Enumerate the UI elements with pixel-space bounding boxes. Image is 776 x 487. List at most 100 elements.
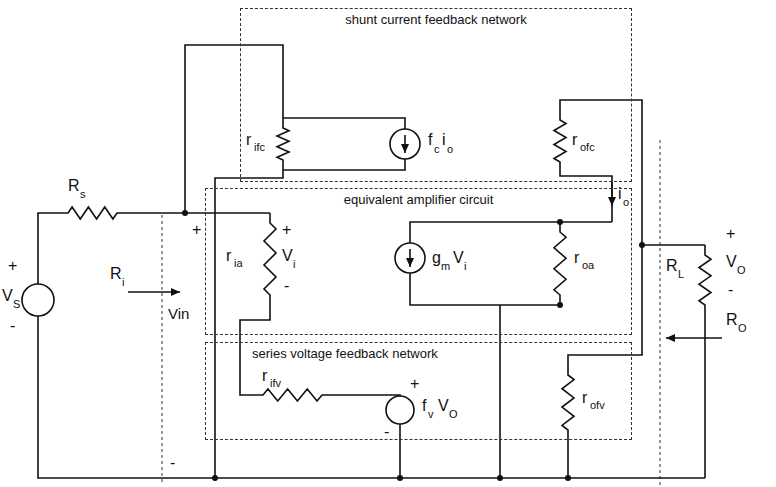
symbol-label: f	[422, 398, 426, 414]
subscript-label: O	[737, 265, 746, 276]
junction-dot	[565, 475, 571, 481]
symbol-label: Vin	[168, 306, 189, 321]
wire	[560, 172, 612, 222]
current-direction-arrow	[409, 249, 411, 267]
symbol-label: V	[282, 248, 293, 264]
wire	[38, 213, 60, 284]
wire	[38, 316, 705, 478]
junction-dot	[557, 219, 563, 225]
symbol-label: +	[8, 258, 17, 274]
subscript-label: ia	[234, 258, 243, 269]
symbol-label: +	[282, 222, 291, 238]
subscript-label: ifc	[254, 142, 265, 153]
symbol-label: r	[262, 368, 267, 384]
reference-line	[162, 215, 163, 485]
network-title: shunt current feedback network	[343, 12, 528, 27]
wire	[330, 395, 400, 396]
junction-dot	[182, 210, 188, 216]
subscript-label: oa	[582, 260, 594, 271]
subscript-label: ofc	[580, 142, 595, 153]
symbol-label: +	[410, 376, 419, 392]
subscript-label: i	[122, 277, 124, 288]
wire	[399, 424, 401, 478]
symbol-label: R	[110, 266, 122, 282]
subscript-label: v	[428, 409, 434, 420]
symbol-label: -	[728, 282, 733, 298]
subscript-label: o	[447, 144, 453, 155]
subscript-label: O	[449, 409, 458, 420]
wire	[642, 244, 705, 246]
junction-dot	[397, 475, 403, 481]
network-title: equivalent amplifier circuit	[342, 192, 496, 207]
symbol-label: -	[10, 318, 15, 334]
current-source-symbol	[390, 129, 420, 159]
symbol-label: V	[438, 398, 449, 414]
reference-line	[660, 140, 661, 485]
junction-dot	[212, 475, 218, 481]
subscript-label: o	[623, 197, 629, 208]
subscript-label: ifv	[270, 378, 281, 389]
wire	[215, 170, 283, 478]
wire	[410, 273, 560, 305]
network-box: equivalent amplifier circuit	[205, 188, 632, 335]
wire	[499, 305, 501, 478]
subscript-label: L	[678, 269, 684, 280]
subscript-label: m	[441, 261, 450, 272]
current-direction-arrow	[404, 135, 406, 153]
symbol-label: -	[170, 455, 175, 471]
symbol-label: V	[726, 254, 737, 270]
subscript-label: ofv	[590, 400, 605, 411]
direction-arrow	[128, 291, 180, 292]
wire	[283, 118, 405, 129]
symbol-label: i	[618, 186, 622, 202]
junction-dot	[497, 475, 503, 481]
symbol-label: r	[572, 132, 577, 148]
junction-dot	[557, 302, 563, 308]
subscript-label: c	[434, 144, 440, 155]
resistor-symbol	[60, 207, 125, 219]
resistor-symbol	[255, 389, 330, 401]
symbol-label: +	[726, 226, 735, 242]
direction-arrow	[611, 182, 612, 206]
symbol-label: f	[428, 132, 432, 148]
junction-dot	[639, 242, 645, 248]
symbol-label: R	[726, 312, 738, 328]
wire	[704, 315, 706, 478]
voltage-source-symbol	[386, 396, 414, 424]
wire	[283, 159, 405, 170]
symbol-label: r	[582, 390, 587, 406]
symbol-label: R	[666, 258, 678, 274]
direction-arrow	[666, 337, 722, 338]
subscript-label: O	[738, 323, 747, 334]
symbol-label: V	[453, 250, 464, 266]
symbol-label: -	[284, 278, 289, 294]
symbol-label: i	[442, 132, 446, 148]
resistor-symbol	[277, 118, 289, 170]
symbol-label: r	[226, 248, 231, 264]
wire	[568, 245, 642, 365]
symbol-label: R	[68, 178, 80, 194]
voltage-source-symbol	[22, 284, 54, 316]
resistor-symbol	[562, 365, 574, 440]
symbol-label: g	[432, 250, 441, 266]
wire	[125, 212, 270, 214]
resistor-symbol	[554, 222, 566, 305]
symbol-label: r	[246, 132, 251, 148]
symbol-label: V	[2, 288, 13, 304]
resistor-symbol	[264, 213, 276, 305]
resistor-symbol	[699, 245, 711, 315]
subscript-label: S	[13, 299, 20, 310]
network-title: series voltage feedback network	[250, 346, 440, 361]
wire	[567, 440, 569, 478]
wire	[410, 222, 612, 243]
symbol-label: -	[384, 424, 389, 440]
current-source-symbol	[395, 243, 425, 273]
symbol-label: +	[192, 222, 201, 238]
subscript-label: s	[80, 189, 86, 200]
wire	[560, 100, 642, 245]
symbol-label: r	[574, 250, 579, 266]
subscript-label: i	[464, 261, 466, 272]
subscript-label: i	[293, 259, 295, 270]
